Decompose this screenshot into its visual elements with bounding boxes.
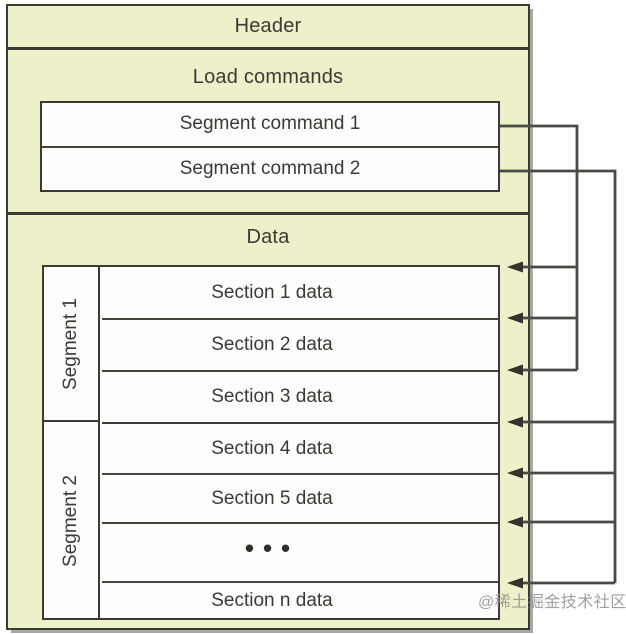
section-rows: Section 1 data Section 2 data Section 3 …	[102, 267, 498, 618]
data-label: Data	[246, 226, 290, 248]
segment-command-1-label: Segment command 1	[179, 113, 361, 135]
segment-1-label: Segment 1	[60, 297, 81, 390]
header-loadcommands-divider	[8, 47, 528, 50]
header-band-label: Header	[6, 15, 530, 38]
segment-2-label: Segment 2	[60, 475, 81, 567]
segment-command-2-label: Segment command 2	[179, 157, 361, 179]
watermark-text: @稀土掘金技术社区	[478, 594, 626, 611]
segment-command-1-row: Segment command 1	[42, 103, 498, 146]
segment-label-column: Segment 1 Segment 2	[44, 267, 100, 618]
section-4-data-row: Section 4 data	[102, 422, 498, 473]
segment-command-2-row: Segment command 2	[42, 145, 498, 191]
header-label: Header	[234, 15, 302, 37]
load-commands-label: Load commands	[192, 66, 344, 88]
section-3-data-row: Section 3 data	[102, 370, 498, 422]
section-n-data-row: Section n data	[102, 581, 498, 618]
sections-ellipsis-row: •••	[102, 522, 498, 581]
data-band-label: Data	[6, 226, 530, 249]
section-1-data-row: Section 1 data	[211, 281, 333, 303]
loadcommands-data-divider	[8, 212, 528, 215]
section-2-data-row: Section 2 data	[102, 318, 498, 370]
segment-2-label-cell: Segment 2	[44, 424, 98, 618]
load-commands-band-label: Load commands	[6, 66, 530, 89]
section-5-data-row: Section 5 data	[102, 473, 498, 522]
segment-1-label-cell: Segment 1	[44, 267, 98, 422]
data-table: Segment 1 Segment 2 Section 1 data Secti…	[42, 265, 500, 620]
segment-commands-box: Segment command 1 Segment command 2	[40, 101, 500, 192]
